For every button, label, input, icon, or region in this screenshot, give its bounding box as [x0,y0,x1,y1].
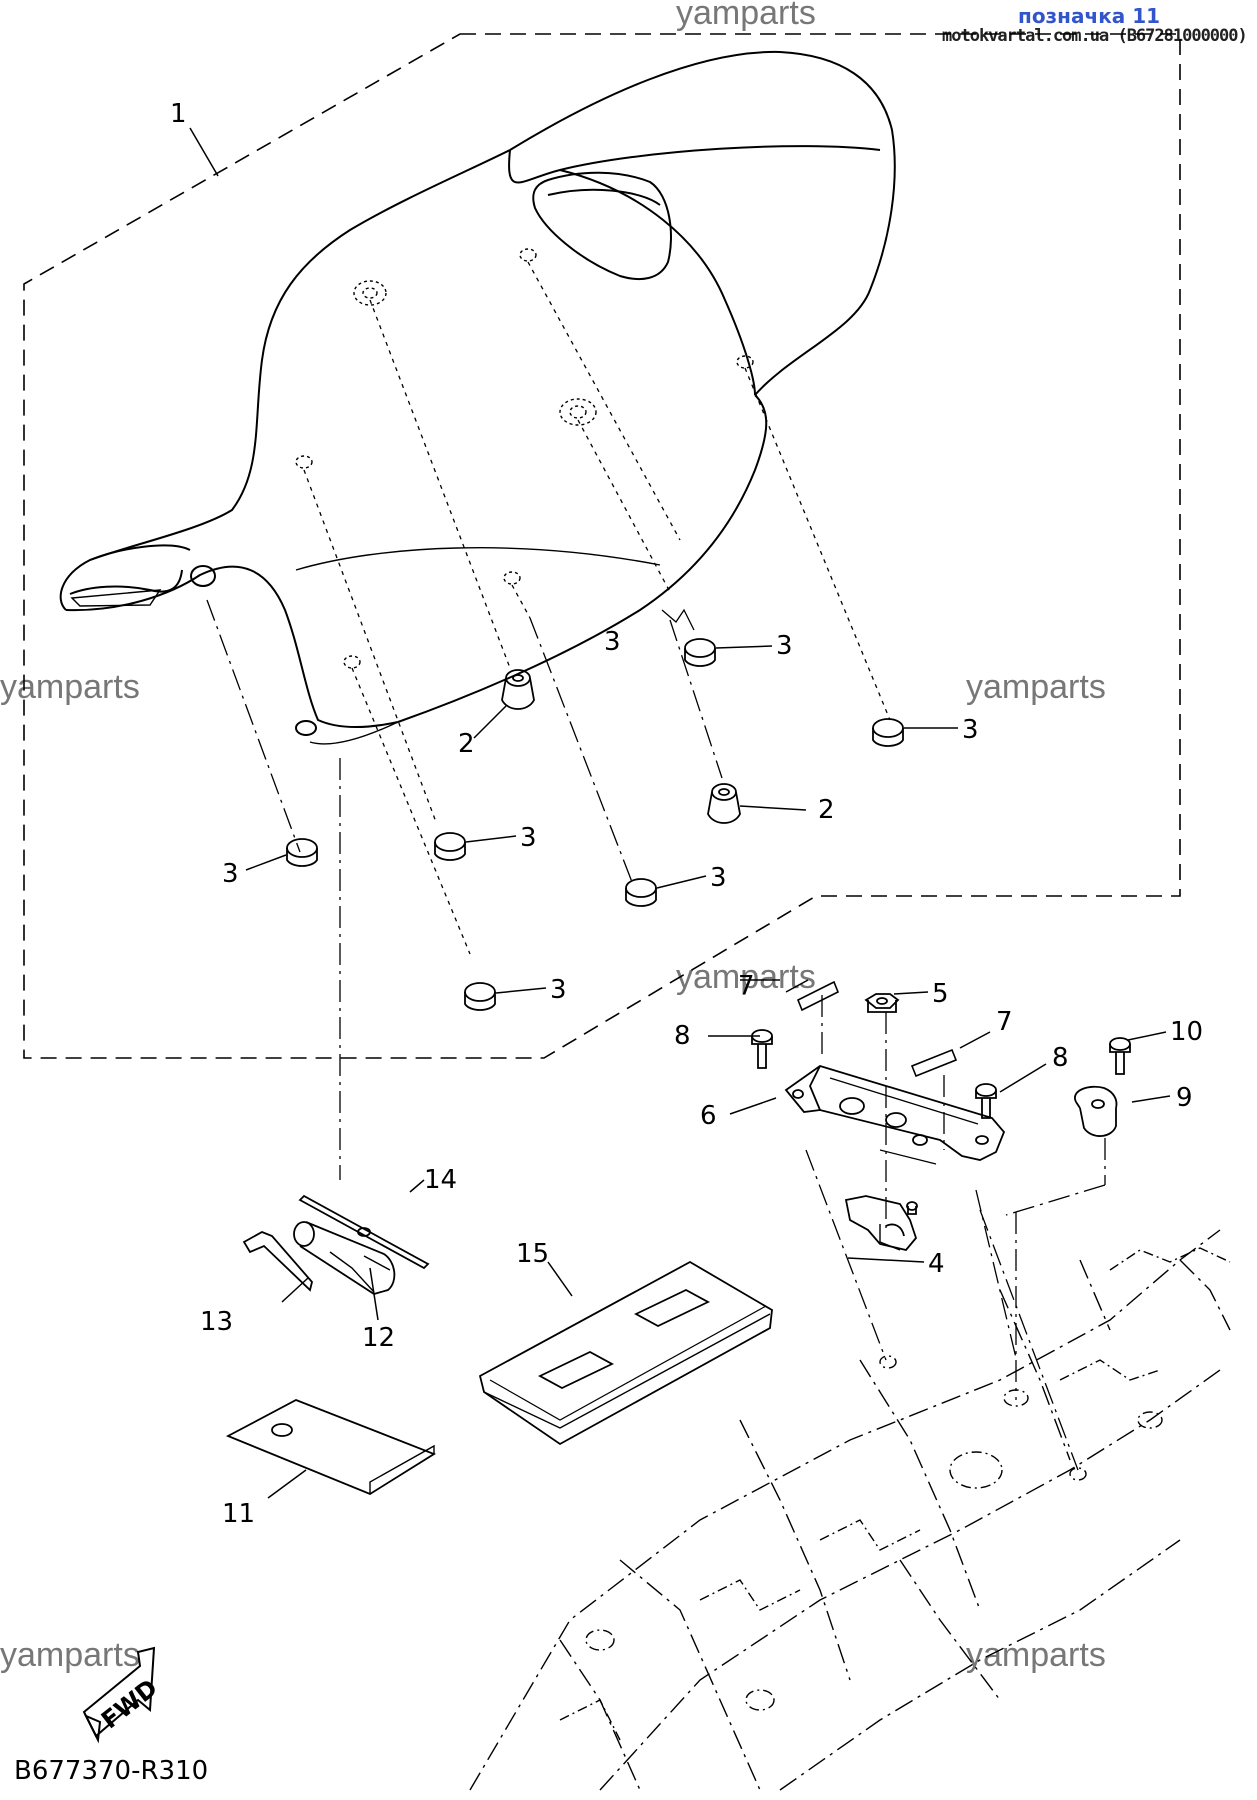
header-site: motokvartal.com.ua (B67281000000) [942,26,1248,46]
watermark: yamparts [676,0,816,32]
callout-7: 7 [738,971,755,1001]
callout-leaders [190,128,1170,1498]
bolt-10 [1110,1038,1130,1074]
dash-dot-leaders [207,600,1105,1470]
tool-13 [244,1232,312,1290]
callout-2: 2 [818,795,835,825]
callout-10: 10 [1170,1017,1203,1047]
seat-holes [296,249,753,668]
damper-2 [502,670,740,823]
callout-4: 4 [928,1249,945,1279]
callout-3: 3 [710,863,727,893]
watermark: yamparts [966,668,1106,706]
callout-5: 5 [932,979,949,1009]
manual-11 [228,1400,434,1494]
callout-14: 14 [424,1165,457,1195]
callout-3: 3 [776,631,793,661]
bracket-6 [786,1066,1004,1164]
callout-3: 3 [550,975,567,1005]
callout-9: 9 [1176,1083,1193,1113]
seat [61,52,895,744]
callout-2: 2 [458,729,475,759]
callout-3: 3 [222,859,239,889]
stickers-7 [740,980,956,1076]
watermark: yamparts [676,958,816,996]
callout-13: 13 [200,1307,233,1337]
callout-11: 11 [222,1499,255,1529]
callout-8: 8 [674,1021,691,1051]
diagram-code: B677370-R310 [14,1756,209,1786]
assembly-boundary [24,34,1180,1058]
callout-7: 7 [996,1007,1013,1037]
frame [470,1230,1230,1790]
callout-12: 12 [362,1323,395,1353]
callout-6: 6 [700,1101,717,1131]
latch-4 [846,1196,917,1250]
tool-14 [300,1196,428,1268]
bolt-8 [752,1030,996,1118]
damper-3 [287,639,903,1010]
callout-15: 15 [516,1239,549,1269]
callout-1: 1 [170,99,187,129]
header-label: позначка 11 [1018,4,1161,28]
nut-5 [866,994,898,1012]
frame-detail [560,1248,1230,1740]
callout-3: 3 [520,823,537,853]
fwd-arrow [84,1648,154,1740]
manual-15 [480,1262,772,1444]
tool-12 [294,1222,394,1294]
dotted-leaders [304,262,890,954]
callout-3: 3 [604,627,621,657]
clamp-9 [1075,1087,1117,1136]
callout-8: 8 [1052,1043,1069,1073]
callout-3: 3 [962,715,979,745]
watermark: yamparts [0,1636,140,1674]
